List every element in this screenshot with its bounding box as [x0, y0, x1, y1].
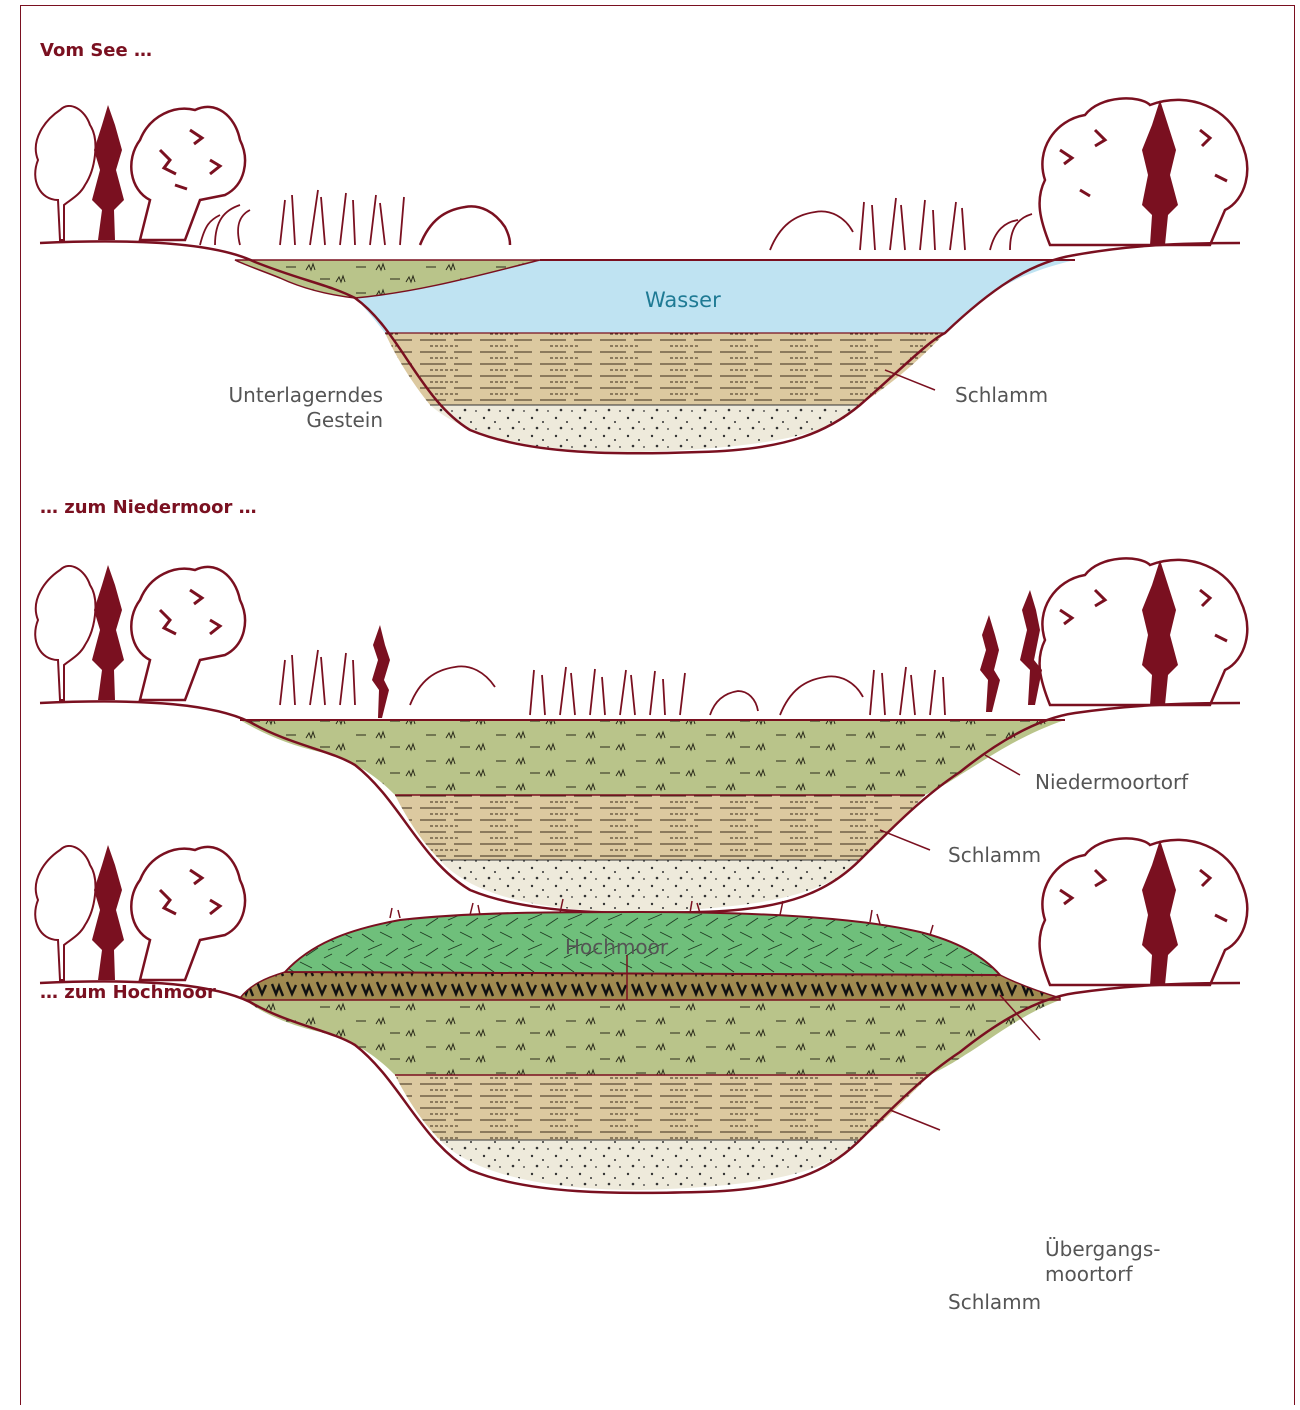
label-wasser: Wasser — [645, 288, 721, 312]
label-uebergangsmoortorf: Übergangs- moortorf — [1045, 1237, 1160, 1287]
sand-layer — [430, 405, 860, 452]
trees-left — [35, 845, 245, 980]
panel-fen — [35, 558, 1247, 912]
transition-peat-layer — [240, 972, 1060, 1000]
label-line: Gestein — [205, 408, 383, 433]
sand-layer — [440, 860, 860, 912]
trees-right — [1040, 838, 1248, 985]
label-line: moortorf — [1045, 1262, 1160, 1287]
sand-layer — [440, 1140, 860, 1190]
label-schlamm-1: Schlamm — [955, 383, 1048, 408]
label-unterlagerndes-gestein: Unterlagerndes Gestein — [205, 383, 383, 433]
trees-left — [35, 565, 390, 718]
label-schlamm-2: Schlamm — [948, 843, 1041, 868]
reeds-right — [770, 198, 1032, 250]
sludge-layer — [385, 333, 945, 405]
sludge-layer — [395, 1075, 930, 1140]
label-line: Unterlagerndes — [205, 383, 383, 408]
trees-right — [1040, 98, 1248, 245]
sludge-layer — [395, 795, 925, 860]
trees-right — [980, 558, 1247, 712]
fen-peat-layer — [245, 1000, 1060, 1075]
label-niedermoortorf: Niedermoortorf — [1035, 770, 1188, 795]
label-line: Übergangs- — [1045, 1237, 1160, 1262]
fen-peat-layer — [240, 720, 1065, 795]
label-schlamm-3: Schlamm — [948, 1290, 1041, 1315]
reeds-left — [200, 190, 510, 245]
label-hochmoor: Hochmoor — [565, 935, 668, 960]
